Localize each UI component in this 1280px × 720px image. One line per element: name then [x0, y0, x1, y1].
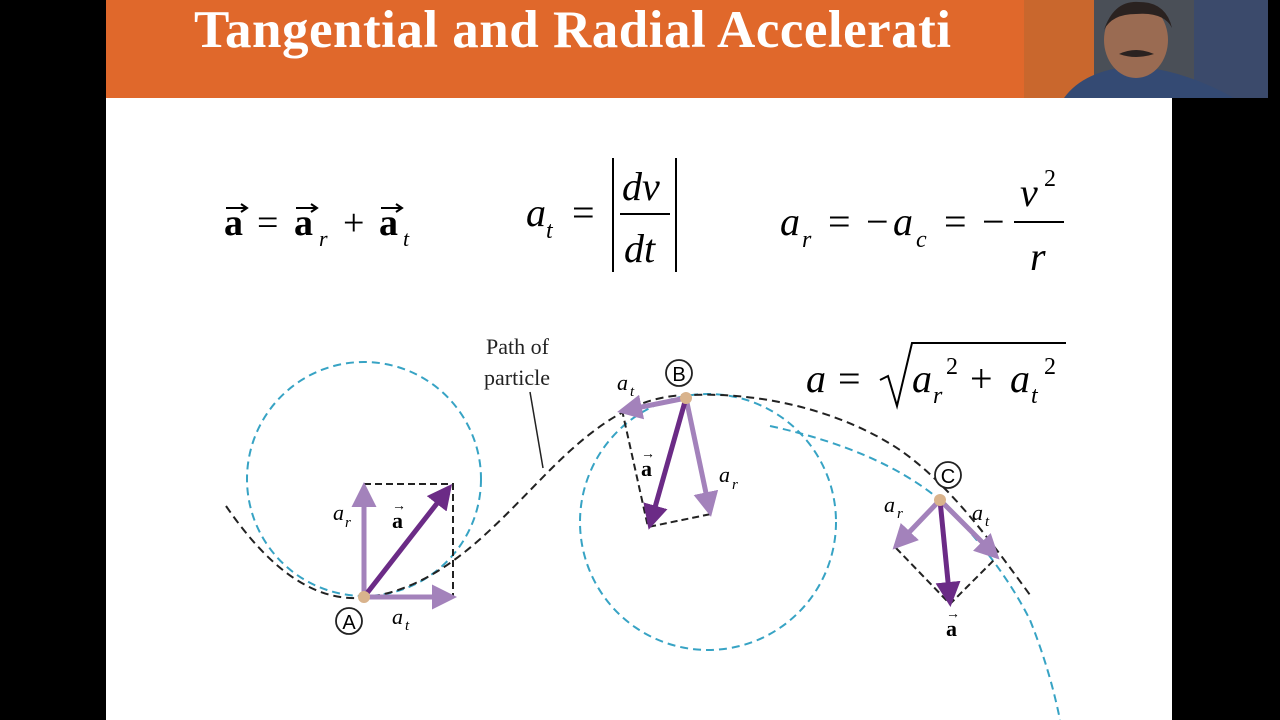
equation-magnitude: a = a r 2 + a t 2: [806, 342, 1066, 410]
point-B-ar-label: a: [719, 462, 730, 487]
path-label-line2: particle: [484, 365, 550, 390]
point-C-ar-sub: r: [897, 506, 903, 522]
eq4-sqrt-sign: [879, 342, 1066, 410]
point-A-at-label: a: [392, 604, 403, 629]
curvature-circle-C: [769, 425, 1061, 720]
eq2-lhs: a: [526, 190, 546, 235]
eq4-plus: +: [970, 356, 993, 401]
eq4-term1: a: [912, 356, 932, 401]
eq2-numerator: dv: [622, 164, 660, 209]
eq3-equals-1: =: [828, 199, 851, 244]
eq4-term2-sup: 2: [1044, 354, 1056, 380]
eq3-numerator: v: [1020, 170, 1038, 215]
eq3-minus-1: −: [866, 199, 889, 244]
eq1-rhs2: a: [379, 202, 398, 244]
physics-diagram: a = a r + a t a t = dv dt a r = − a c = …: [224, 158, 1066, 720]
presenter-video-icon: [1024, 0, 1268, 98]
eq1-lhs: a: [224, 202, 243, 244]
eq2-equals: =: [572, 190, 595, 235]
eq2-lhs-sub: t: [546, 218, 554, 244]
eq4-equals: =: [838, 356, 861, 401]
eq3-mid: a: [893, 199, 913, 244]
point-A-group: A a r a t a →: [333, 482, 457, 635]
eq4-term2-sub: t: [1031, 383, 1039, 409]
point-B-at-sub: t: [630, 384, 635, 400]
eq4-term2: a: [1010, 356, 1030, 401]
point-B-a-label: a: [641, 456, 652, 481]
point-C-group: C a r a t a →: [884, 461, 1000, 641]
point-A-ar-label: a: [333, 500, 344, 525]
point-C-ar-label: a: [884, 492, 895, 517]
point-C-marker: [934, 461, 962, 489]
point-B-a-arrow: →: [641, 447, 655, 462]
point-C-ar-vector: [892, 498, 942, 550]
point-A-a-arrow: →: [392, 499, 406, 514]
equation-tangential: a t = dv dt: [526, 158, 677, 272]
eq1-lhs-vector-arrow: [226, 203, 249, 213]
point-C-at-label: a: [972, 500, 983, 525]
eq3-numerator-sup: 2: [1044, 166, 1056, 192]
point-C-a-vector: [935, 499, 961, 607]
eq4-term1-sub: r: [933, 383, 943, 409]
path-label-leader: [529, 391, 544, 469]
eq1-rhs1-vector-arrow: [296, 203, 319, 213]
point-B-at-vector: [617, 394, 687, 420]
eq3-lhs-sub: r: [802, 227, 812, 253]
eq1-equals: =: [257, 202, 278, 244]
slide: Tangential and Radial Accelerati: [106, 0, 1172, 720]
point-B-ar-sub: r: [732, 477, 738, 493]
point-C-a-arrow: →: [946, 607, 960, 622]
eq3-minus-2: −: [982, 199, 1005, 244]
point-C-label: C: [941, 466, 955, 488]
point-C-at-vector: [938, 498, 1000, 560]
point-B-at-label: a: [617, 370, 628, 395]
eq1-rhs1: a: [294, 202, 313, 244]
eq3-equals-2: =: [944, 199, 967, 244]
equation-radial: a r = − a c = − v 2 r: [780, 166, 1064, 279]
point-B-ar-vector: [683, 397, 719, 517]
point-B-particle: [680, 392, 692, 404]
title-bar: Tangential and Radial Accelerati: [106, 0, 1172, 98]
eq1-rhs2-vector-arrow: [381, 203, 404, 213]
point-A-marker: [335, 607, 363, 635]
eq3-lhs: a: [780, 199, 800, 244]
slide-title: Tangential and Radial Accelerati: [194, 1, 952, 59]
point-B-component-box: [621, 409, 712, 529]
path-label-line1: Path of: [486, 334, 550, 359]
point-B-label: B: [672, 364, 685, 386]
eq3-mid-sub: c: [916, 227, 927, 253]
presenter-webcam: [1024, 0, 1268, 98]
point-A-particle: [358, 591, 370, 603]
eq4-lhs: a: [806, 356, 826, 401]
point-B-marker: [665, 359, 693, 387]
point-C-particle: [934, 494, 946, 506]
point-C-a-label: a: [946, 616, 957, 641]
point-A-a-vector: [362, 484, 453, 599]
point-A-label: A: [342, 612, 356, 634]
eq1-plus: +: [343, 202, 364, 244]
eq1-rhs1-sub: r: [319, 226, 328, 251]
equation-vector-sum: a = a r + a t: [224, 202, 410, 251]
point-B-a-vector: [643, 397, 689, 530]
point-C-at-sub: t: [985, 514, 990, 530]
point-A-ar-sub: r: [345, 515, 351, 531]
particle-path: [225, 393, 1031, 600]
point-A-a-label: a: [392, 508, 403, 533]
point-A-at-sub: t: [405, 618, 410, 634]
eq1-rhs2-sub: t: [403, 226, 410, 251]
eq2-denominator: dt: [624, 226, 656, 271]
eq4-term1-sup: 2: [946, 354, 958, 380]
point-B-group: B a t a r a →: [617, 359, 738, 530]
eq3-denominator: r: [1030, 234, 1046, 279]
